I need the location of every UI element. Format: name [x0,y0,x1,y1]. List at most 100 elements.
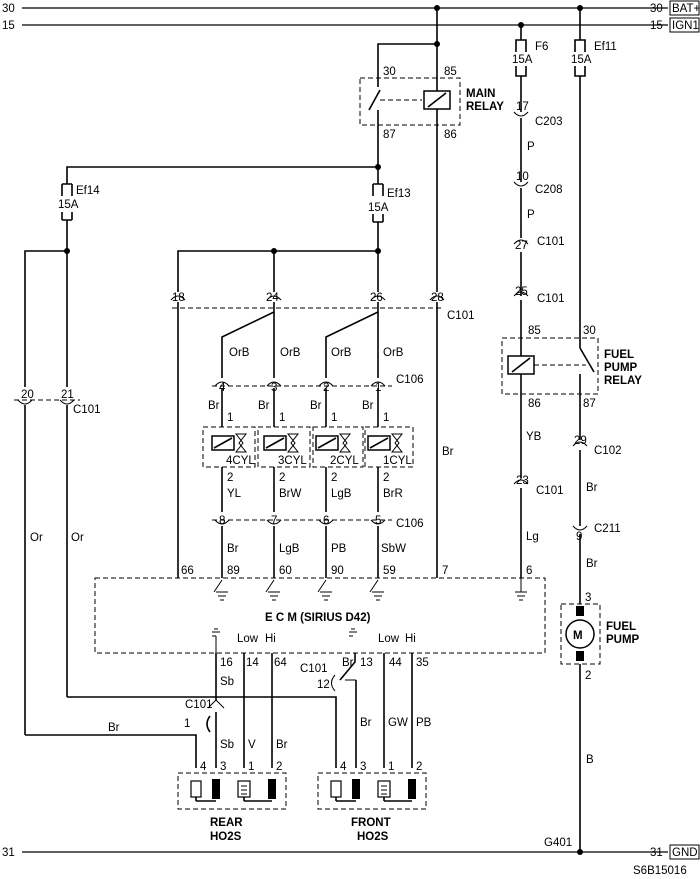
wire-yb: YB [526,431,542,443]
fp-relay-label: FUEL [604,349,634,361]
c101-pin-25: 25 [515,286,528,298]
c101-label-23: C101 [536,485,564,497]
connector-c101-or: 20 21 C101 [14,389,101,416]
rail-bat: 30 30 BAT+ [2,0,700,16]
connector-c106-upper: 4 3 2 1 C106 [212,374,424,394]
front-ho2s-label-2: HO2S [357,831,389,843]
wire-br-89: Br [227,543,239,555]
ecm-pin-90: 90 [331,565,344,577]
injector-3cyl: 3CYL [257,426,311,468]
front-ho2s-pin3: 3 [360,761,366,773]
rear-ho2s: 4 3 1 2 REAR HO2S [177,761,287,843]
injector-2cyl: 2CYL [312,426,364,468]
c101-pin-18: 18 [172,292,185,304]
fp-relay-label-2: PUMP [604,362,638,374]
c101-label-rear: C101 [185,699,213,711]
c203-label: C203 [535,116,563,128]
wire-br-c211: Br [586,558,598,570]
wire-br-c102: Br [586,482,598,494]
fp-relay-pin-86: 86 [528,398,541,410]
c106-pin-5: 5 [375,515,381,527]
ecm-pin-64: 64 [274,657,287,669]
c208-label: C208 [535,184,563,196]
injector-2cyl-label: 2CYL [330,455,359,467]
rear-ho2s-pin4: 4 [200,761,207,773]
ground-g401: G401 [544,837,572,849]
rail-bat-number: 30 [2,3,15,15]
front-ho2s-pin4: 4 [340,761,347,773]
ecm-rear-hi: Hi [265,633,276,645]
front-ho2s: 4 3 1 2 FRONT HO2S [317,761,427,843]
ecm-pin-66: 66 [181,565,194,577]
ecm-title: E C M (SIRIUS D42) [265,612,371,624]
ecm-pin-6: 6 [526,565,532,577]
wire-sb-rear: Sb [220,739,234,751]
c101-pin-20: 20 [21,389,34,401]
fuse-f6-id: F6 [535,41,548,53]
ecm-pin-89: 89 [227,565,240,577]
front-ho2s-pin1: 1 [388,761,394,773]
rail-bat-number-right: 30 [650,3,663,15]
main-relay-label-2: RELAY [466,101,504,113]
rail-ign-number: 15 [2,20,15,32]
wire-v-rear: V [248,739,256,751]
c101-pin-24: 24 [266,292,279,304]
rail-ign-number-right: 15 [650,20,663,32]
connector-c106-lower: 8 7 6 5 C106 [212,515,424,530]
inj4-pin1: 1 [227,412,233,424]
rear-ho2s-label-2: HO2S [210,831,242,843]
c106-label-lower: C106 [396,518,424,530]
fp-relay-pin-85: 85 [528,325,541,337]
c101-pin-28: 28 [431,292,444,304]
main-relay-label: MAIN [466,88,495,100]
figure-code: S6B15016 [633,865,687,877]
fuel-pump-label-2: PUMP [606,634,640,646]
injector-4cyl: 4CYL [202,426,256,468]
wire-br-28: Br [442,446,454,458]
wire-pb-90: PB [331,543,347,555]
fuel-pump-relay: 85 30 86 87 FUEL PUMP RELAY [501,325,642,410]
injector-1cyl: 1CYL [364,426,414,468]
main-relay-pin-85: 85 [444,66,457,78]
fuse-ef11: Ef11 15A [571,8,617,77]
wire-br-inj4: Br [208,400,220,412]
wire-orb-4: OrB [229,347,250,359]
rail-ign-tag: IGN1 [672,20,699,32]
inj2-pin1: 1 [331,412,337,424]
c106-pin-8: 8 [219,515,225,527]
c102-pin-29: 29 [574,435,587,447]
ecm-front-hi: Hi [405,633,416,645]
inj3-pin1: 1 [279,412,285,424]
rear-ho2s-pin3: 3 [220,761,226,773]
front-ho2s-label: FRONT [351,817,391,829]
connector-c101-top: 18 24 26 28 C101 [170,292,475,322]
front-ho2s-pin2: 2 [416,761,422,773]
c101-label-25: C101 [537,293,565,305]
fuel-pump-pin2: 2 [585,670,591,682]
wire-gw: GW [388,717,408,729]
fuse-f6-rating: 15A [512,54,533,66]
fuse-ef14-rating: 15A [58,199,79,211]
c101-label-or: C101 [73,404,101,416]
ecm-box: 66 89 60 90 59 7 6 E C M (SIRIUS D42) Lo… [94,565,546,669]
main-relay-pin-30: 30 [383,66,396,78]
fp-relay-pin-87: 87 [583,398,596,410]
c211-label: C211 [594,523,621,535]
rear-ho2s-pin1: 1 [248,761,254,773]
inj1-pin2: 2 [383,472,389,484]
fuel-pump-label: FUEL [606,621,636,633]
wire-pb-front: PB [416,717,432,729]
c208-pin-10: 10 [516,171,529,183]
main-relay-pin-87: 87 [383,129,396,141]
injector-3cyl-label: 3CYL [278,455,307,467]
fuel-pump: 3 M 2 FUEL PUMP [560,592,640,682]
ecm-front-low: Low [378,633,400,645]
inj4-pin2: 2 [227,472,233,484]
rear-ho2s-label: REAR [210,817,243,829]
fp-relay-label-3: RELAY [604,375,642,387]
wire-br-inj1: Br [362,400,374,412]
fuse-ef11-id: Ef11 [594,41,617,53]
injector-4cyl-label: 4CYL [226,455,255,467]
rail-gnd-number-right: 31 [650,847,663,859]
fuel-pump-pin3: 3 [585,592,591,604]
